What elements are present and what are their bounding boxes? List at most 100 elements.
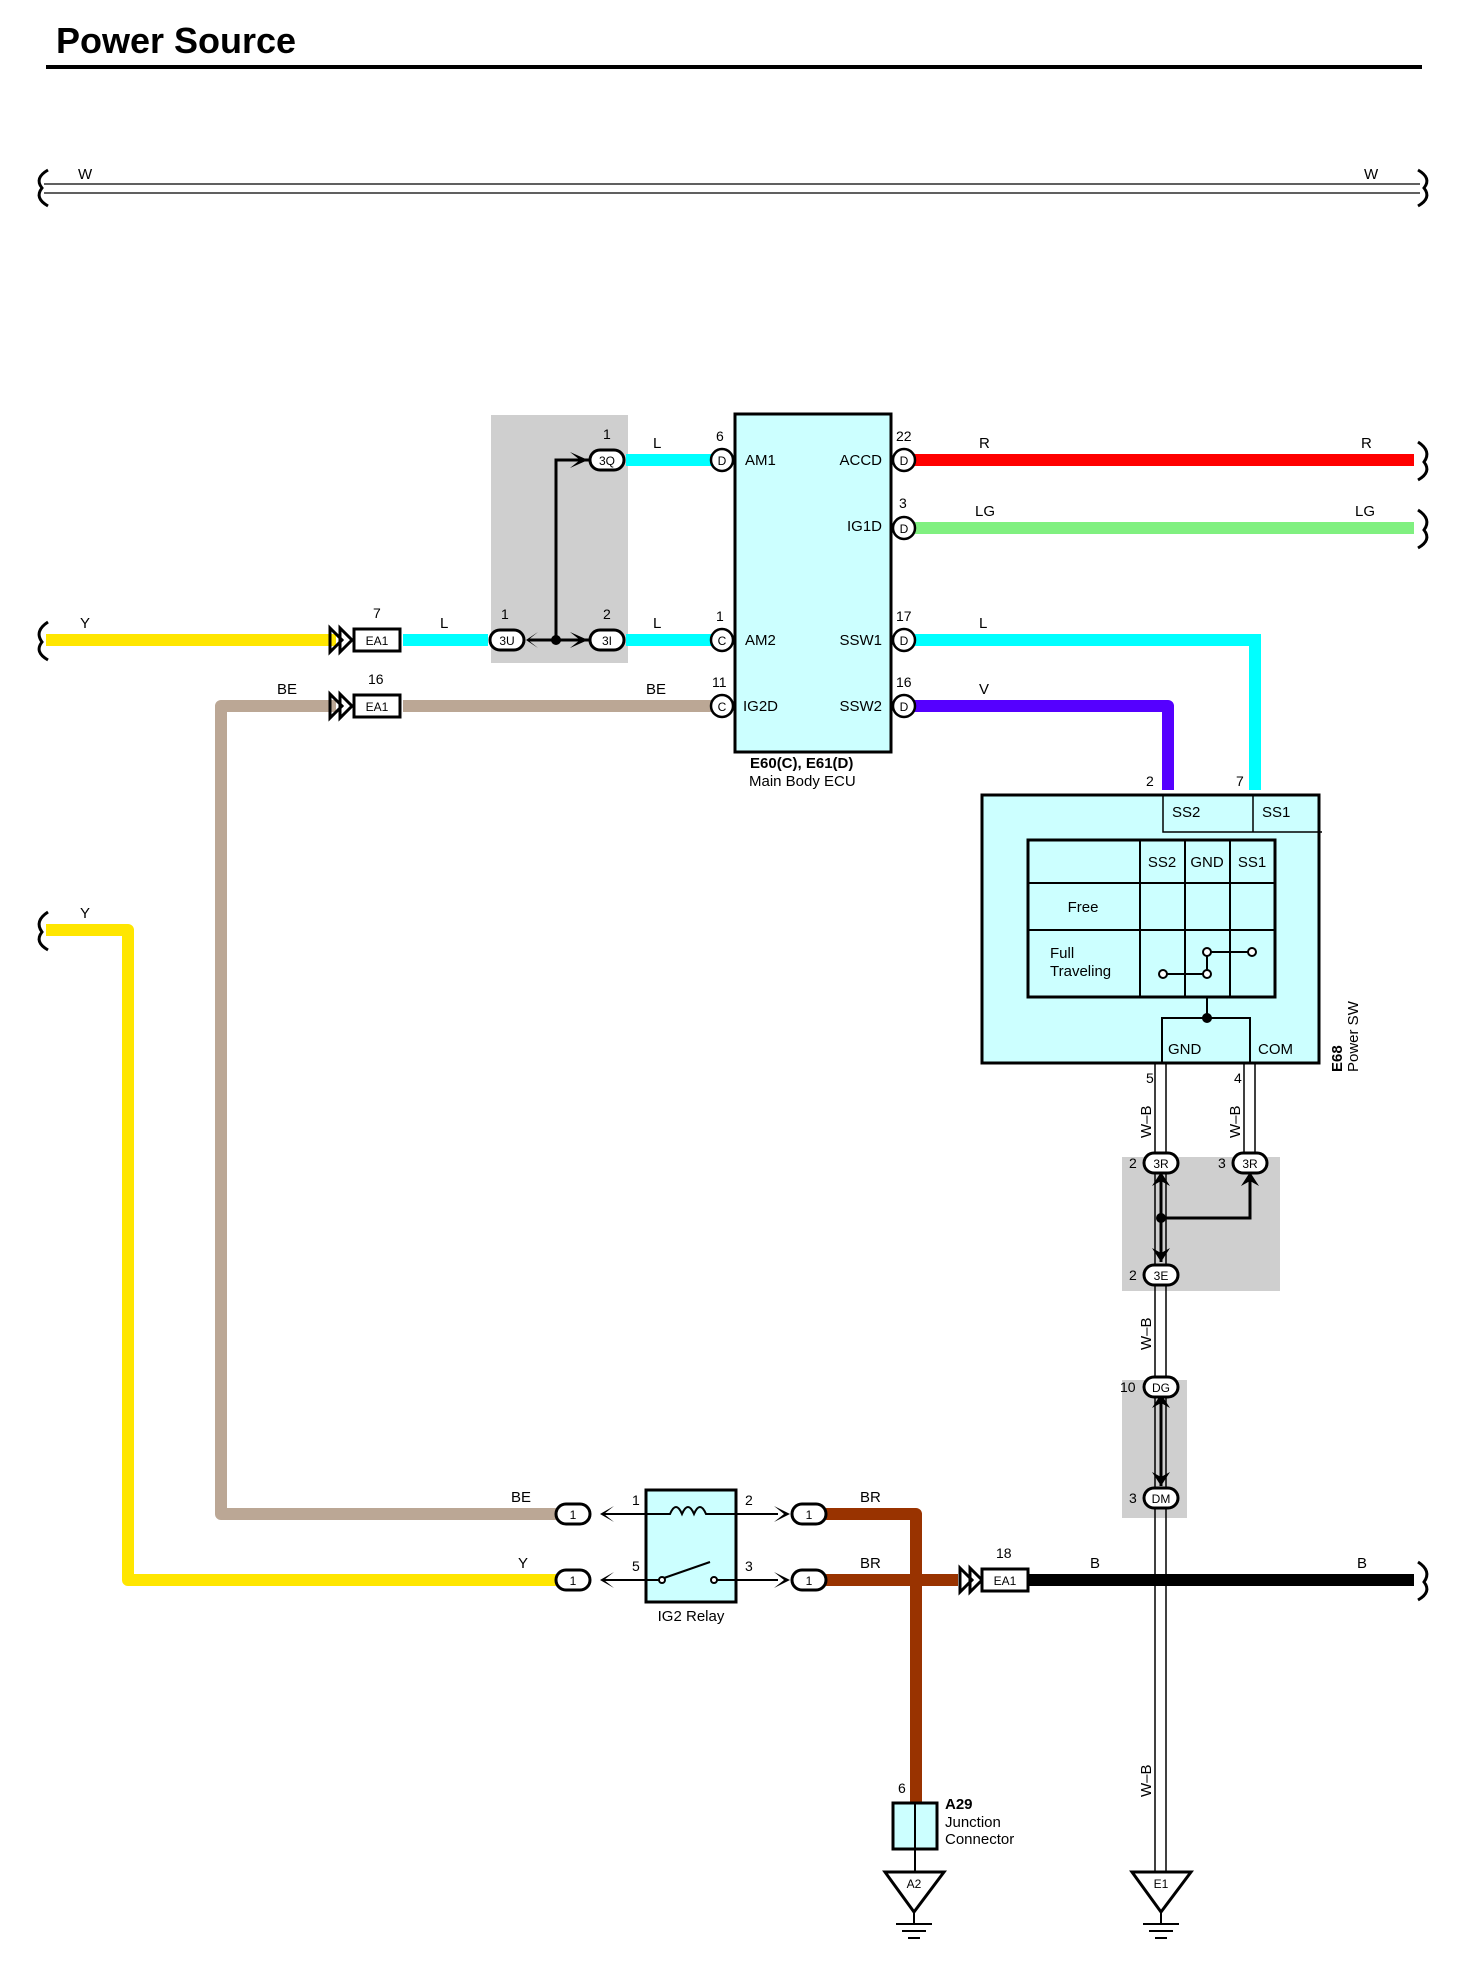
svg-text:EA1: EA1 (366, 634, 389, 648)
svg-text:3: 3 (1218, 1155, 1226, 1171)
svg-text:3R: 3R (1153, 1157, 1169, 1171)
ig2-relay: 1 2 5 3 IG2 Relay (604, 1488, 778, 1625)
psw-term-ss2: SS2 (1172, 804, 1200, 821)
wire-br-vertical (826, 1508, 922, 1808)
connector-relay-be: 1 (554, 1502, 614, 1526)
switch-contacts (1158, 947, 1257, 979)
wire-label-l-am1: L (653, 435, 661, 452)
table-row-full: Full (1050, 945, 1074, 962)
table-header-ss1: SS1 (1238, 854, 1266, 871)
wire-label-be-left: BE (277, 681, 297, 698)
psw-term-com: COM (1258, 1041, 1293, 1058)
svg-text:1: 1 (603, 426, 611, 442)
ecu-term-ig2d: IG2D (743, 698, 778, 715)
connector-dg: DG 10 (1120, 1375, 1180, 1399)
wire-label-w-right: W (1364, 166, 1379, 183)
coil-icon (646, 1506, 736, 1517)
junction-line2: Connector (945, 1831, 1014, 1848)
relay-switch-icon (663, 1561, 711, 1579)
relay-pin-5: 5 (632, 1558, 640, 1574)
splice-dot (1156, 1213, 1166, 1223)
svg-text:A2: A2 (907, 1877, 922, 1891)
psw-pin-gnd: 5 (1146, 1070, 1154, 1086)
svg-text:1: 1 (716, 608, 724, 624)
splice-dot (551, 635, 561, 645)
wire-label-b-right: B (1357, 1555, 1367, 1572)
wire-label-y-lower: Y (80, 905, 90, 922)
connector-3q: 3Q 1 (570, 426, 626, 472)
connector-ea1-7: EA1 7 (328, 605, 402, 656)
wire-label-b: B (1090, 1555, 1100, 1572)
svg-text:22: 22 (896, 428, 912, 444)
main-body-ecu: AM1 AM2 IG2D ACCD IG1D SSW1 SSW2 E60(C),… (733, 412, 893, 790)
svg-text:D: D (900, 454, 909, 468)
svg-text:3I: 3I (602, 634, 612, 648)
wire-v-ssw2 (906, 700, 1174, 790)
table-row-free: Free (1068, 899, 1099, 916)
connector-dm: DM 3 (1129, 1486, 1180, 1510)
wire-label-r-right: R (1361, 435, 1372, 452)
svg-text:D: D (900, 522, 909, 536)
ecu-code: E60(C), E61(D) (750, 755, 853, 772)
break-icon (37, 910, 49, 952)
svg-text:EA1: EA1 (366, 700, 389, 714)
svg-text:3: 3 (1129, 1490, 1137, 1506)
svg-text:D: D (900, 634, 909, 648)
psw-code: E68 (1329, 1045, 1346, 1072)
wire-label-br-bottom: BR (860, 1555, 881, 1572)
svg-text:EA1: EA1 (994, 1574, 1017, 1588)
table-row-traveling: Traveling (1050, 963, 1111, 980)
svg-text:1: 1 (806, 1574, 813, 1588)
connector-3e: 3E 2 (1129, 1263, 1180, 1287)
relay-name: IG2 Relay (658, 1608, 725, 1625)
wire-label-wb-2: W–B (1227, 1105, 1244, 1138)
wire-label-l-ea1: L (440, 615, 448, 632)
ecu-term-am2: AM2 (745, 632, 776, 649)
svg-text:2: 2 (1129, 1155, 1137, 1171)
relay-pin-3: 3 (745, 1558, 753, 1574)
svg-text:7: 7 (373, 605, 381, 621)
svg-text:2: 2 (1129, 1267, 1137, 1283)
page-title: Power Source (56, 20, 296, 61)
svg-text:3: 3 (899, 495, 907, 511)
svg-text:3R: 3R (1242, 1157, 1258, 1171)
svg-text:D: D (900, 700, 909, 714)
wire-label-l-am2: L (653, 615, 661, 632)
table-header-ss2: SS2 (1148, 854, 1176, 871)
ecu-term-am1: AM1 (745, 452, 776, 469)
svg-text:C: C (718, 700, 727, 714)
power-switch: SS2 SS1 2 7 SS2 GND SS1 Free Full Travel… (980, 773, 1362, 1086)
break-icon (37, 168, 49, 208)
ground-a2-icon: A2 (882, 1870, 947, 1939)
connector-ea1-18: EA1 18 (958, 1545, 1030, 1596)
psw-term-ss1: SS1 (1262, 804, 1290, 821)
connector-3i: 3I 2 (570, 606, 626, 652)
wire-label-v: V (979, 681, 989, 698)
psw-pin-ss1: 7 (1236, 773, 1244, 789)
svg-text:1: 1 (570, 1508, 577, 1522)
psw-pin-ss2: 2 (1146, 773, 1154, 789)
wire-label-wb-3: W–B (1138, 1317, 1155, 1350)
ecu-term-ssw2: SSW2 (839, 698, 882, 715)
svg-text:10: 10 (1120, 1379, 1136, 1395)
psw-pin-com: 4 (1234, 1070, 1242, 1086)
ecu-term-accd: ACCD (839, 452, 882, 469)
svg-text:1: 1 (501, 606, 509, 622)
svg-text:C: C (718, 634, 727, 648)
svg-text:3U: 3U (499, 634, 514, 648)
svg-text:DG: DG (1152, 1381, 1170, 1395)
wire-be-loop (215, 700, 556, 1520)
wire-label-l-ssw1: L (979, 615, 987, 632)
wire-label-w-left: W (78, 166, 93, 183)
svg-text:DM: DM (1152, 1492, 1171, 1506)
wire-label-y-top: Y (80, 615, 90, 632)
psw-term-gnd: GND (1168, 1041, 1202, 1058)
svg-text:18: 18 (996, 1545, 1012, 1561)
ground-e1-icon: E1 (1129, 1870, 1194, 1939)
svg-text:6: 6 (716, 428, 724, 444)
wire-y-lower (46, 924, 556, 1586)
ecu-terminals: D 6 C 1 C 11 D 22 D 3 D 17 D 16 (709, 428, 917, 719)
connector-relay-br1: 1 (774, 1502, 828, 1526)
ecu-term-ig1d: IG1D (847, 518, 882, 535)
